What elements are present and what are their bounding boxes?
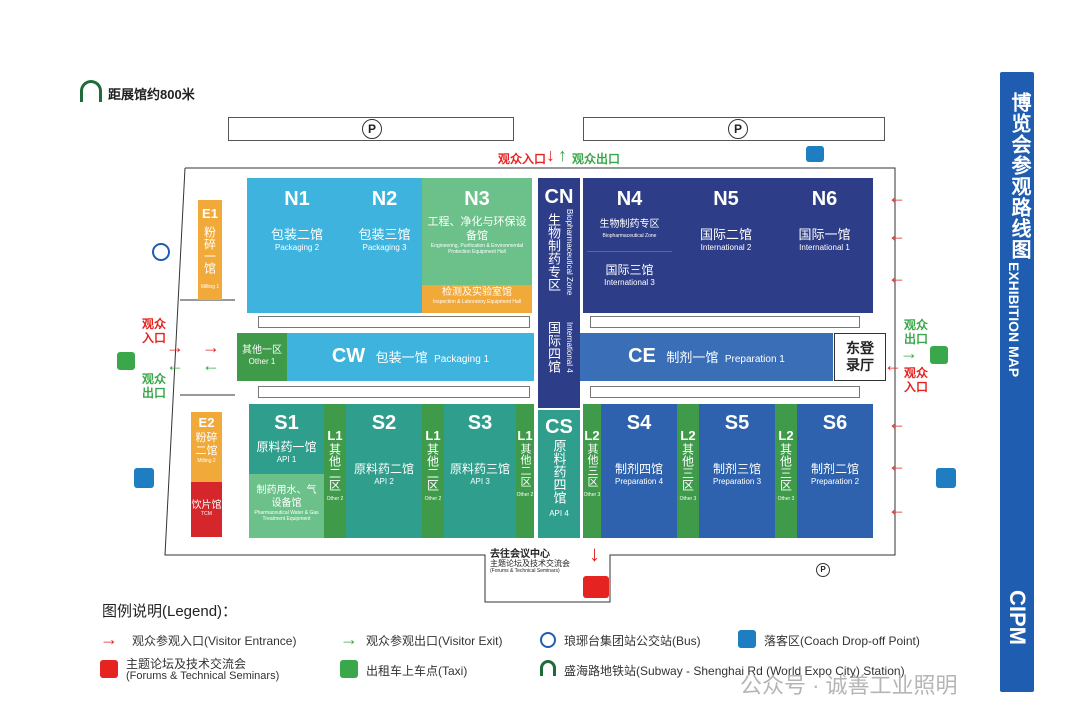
walkway-north-east — [590, 316, 860, 328]
hall-cw[interactable]: CW 包装一馆 Packaging 1 — [287, 333, 534, 381]
hall-e1[interactable]: E1 粉碎一馆 Milling 1 — [198, 200, 222, 300]
coach-icon — [134, 468, 154, 488]
west-exit-label: 观众出口 — [142, 372, 167, 400]
east-entrance-label: 观众入口 — [904, 366, 929, 394]
walkway-south — [258, 386, 530, 398]
title-banner — [1000, 72, 1034, 692]
hall-n3[interactable]: N3 工程、净化与环保设备馆 Engineering, Purification… — [422, 178, 532, 285]
coach-icon — [936, 468, 956, 488]
legend-subway: 盛海路地铁站(Subway - Shenghai Rd (World Expo … — [564, 664, 905, 678]
title-vertical-en: EXHIBITION MAP — [1006, 262, 1022, 378]
hall-n1[interactable]: N1 包装二馆 Packaging 2 — [247, 178, 347, 313]
entrance-arrow-icon: → — [202, 337, 220, 357]
legend-coach-icon — [738, 630, 756, 648]
legend-bus-icon — [540, 632, 556, 648]
entrance-arrow-icon: ← — [888, 267, 906, 287]
parking-lot-west — [228, 117, 514, 141]
west-entrance-label: 观众入口 — [142, 317, 167, 345]
legend-title: 图例说明(Legend)： — [102, 603, 238, 620]
parking-icon: P — [728, 119, 748, 139]
legend-taxi-icon — [340, 660, 358, 678]
entrance-arrow-icon: → — [166, 337, 184, 357]
hall-n5[interactable]: N5 国际二馆 International 2 — [676, 178, 776, 313]
hall-tcm[interactable]: 饮片馆 TCM — [191, 482, 222, 537]
hall-other1[interactable]: 其他一区 Other 1 — [237, 333, 287, 381]
walkway-north — [258, 316, 530, 328]
watermark: 公众号 · 诚善工业照明 — [740, 673, 958, 698]
hall-l1-b[interactable]: L1 其他二区 Other 2 — [422, 404, 444, 538]
hall-n6[interactable]: N6 国际一馆 International 1 — [776, 178, 873, 313]
entrance-arrow-icon: ← — [884, 355, 902, 375]
hall-s3[interactable]: S3 原料药三馆 API 3 — [444, 404, 516, 538]
exit-arrow-icon: ← — [202, 355, 220, 375]
entrance-arrow-icon: ← — [888, 455, 906, 475]
hall-cs[interactable]: CS 原料药四馆 API 4 — [538, 410, 580, 538]
hall-l2-b[interactable]: L2 其他三区 Other 3 — [677, 404, 699, 538]
legend-taxi: 出租车上车点(Taxi) — [366, 664, 468, 678]
top-exit-label: 观众出口 — [572, 152, 621, 166]
exit-arrow-icon: → — [900, 343, 918, 363]
legend-entrance-arrow-icon: → — [100, 629, 118, 649]
parking-lot-east — [583, 117, 885, 141]
conference-arrow-icon: ↓ — [589, 541, 600, 566]
entrance-arrow-icon: ← — [888, 225, 906, 245]
hall-l2-c[interactable]: L2 其他三区 Other 3 — [775, 404, 797, 538]
hall-e2[interactable]: E2 粉碎二馆 Milling 2 — [191, 412, 222, 482]
entrance-arrow-icon: ← — [888, 413, 906, 433]
hall-n4[interactable]: N4 生物制药专区 Biopharmaceutical Zone 国际三馆 In… — [583, 178, 676, 313]
hall-ce[interactable]: CE 制剂一馆 Preparation 1 — [580, 333, 833, 381]
hall-l1-c[interactable]: L1 其他二区 Other 2 — [516, 404, 534, 538]
hall-s5[interactable]: S5 制剂三馆 Preparation 3 — [699, 404, 775, 538]
brand-vertical: CIPM — [1005, 590, 1030, 645]
bus-stop-icon — [152, 243, 170, 261]
legend-forum-icon — [100, 660, 118, 678]
entrance-arrow-icon: ← — [888, 187, 906, 207]
hall-s2[interactable]: S2 原料药二馆 API 2 — [346, 404, 422, 538]
east-registration-hall[interactable]: 东登录厅 — [834, 333, 886, 381]
hall-international4[interactable]: 国际四馆 International 4 — [538, 313, 580, 408]
coach-icon — [806, 146, 824, 162]
hall-l1-a[interactable]: L1 其他二区 Other 2 — [324, 404, 346, 538]
conference-line1: 去往会议中心 — [490, 549, 550, 560]
east-exit-label: 观众出口 — [904, 318, 929, 346]
legend-forum-en: (Forums & Technical Seminars) — [126, 670, 280, 682]
legend-forum-cn: 主题论坛及技术交流会 — [126, 657, 247, 671]
exit-arrow-icon: ↑ — [558, 145, 567, 165]
hall-l2-a[interactable]: L2 其他三区 Other 3 — [583, 404, 601, 538]
parking-icon: P — [362, 119, 382, 139]
legend-subway-icon — [540, 660, 556, 676]
legend-exit-arrow-icon: → — [340, 629, 358, 649]
exit-arrow-icon: ← — [166, 355, 184, 375]
walkway-south-east — [590, 386, 860, 398]
legend-exit: 观众参观出口(Visitor Exit) — [366, 634, 503, 648]
taxi-icon — [117, 352, 135, 370]
subway-icon — [80, 80, 102, 102]
forum-icon — [583, 576, 609, 598]
conference-line2: 主题论坛及技术交流会 — [490, 559, 570, 568]
top-entrance-label: 观众入口 — [498, 152, 547, 166]
taxi-icon — [930, 346, 948, 364]
hall-s1-water[interactable]: 制药用水、气设备馆 Pharmaceutical Water & Gas Tre… — [249, 474, 324, 538]
hall-n3-inspection[interactable]: 检测及实验室馆 Inspection & Laboratory Equipmen… — [422, 285, 532, 313]
hall-cn[interactable]: CN 生物制药专区 Biopharmaceutical Zone — [538, 178, 580, 313]
hall-n2[interactable]: N2 包装三馆 Packaging 3 — [347, 178, 422, 313]
parking-icon: P — [816, 563, 830, 577]
distance-note: 距展馆约800米 — [108, 87, 195, 102]
legend-coach: 落客区(Coach Drop-off Point) — [764, 634, 920, 648]
entrance-arrow-icon: ← — [888, 499, 906, 519]
legend-entrance: 观众参观入口(Visitor Entrance) — [132, 634, 297, 648]
legend-bus: 琅琊台集团站公交站(Bus) — [564, 634, 701, 648]
entrance-arrow-icon: ↓ — [546, 145, 555, 165]
title-vertical-cn: 博览会参观路线图 — [1008, 92, 1030, 260]
hall-s4[interactable]: S4 制剂四馆 Preparation 4 — [601, 404, 677, 538]
hall-s6[interactable]: S6 制剂二馆 Preparation 2 — [797, 404, 873, 538]
conference-line3: (Forums & Technical Seminars) — [490, 568, 560, 574]
